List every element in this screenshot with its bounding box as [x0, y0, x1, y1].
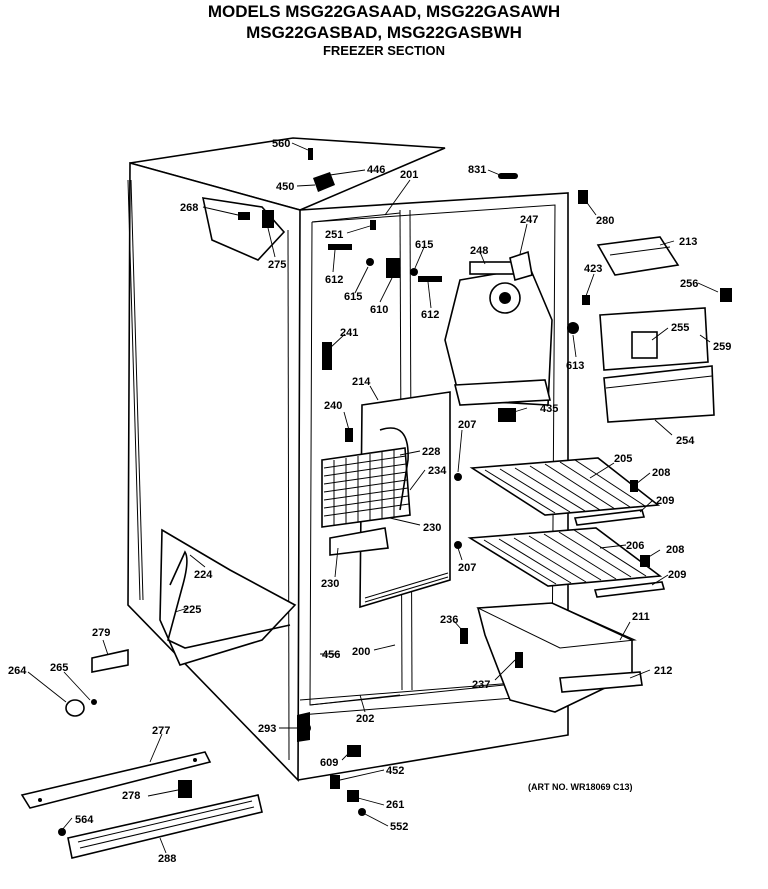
part-label-265: 265 — [50, 662, 68, 674]
part-label-560: 560 — [272, 138, 290, 150]
part-label-200: 200 — [352, 646, 370, 658]
part-label-288: 288 — [158, 853, 176, 865]
part-label-213: 213 — [679, 236, 697, 248]
part-label-831: 831 — [468, 164, 486, 176]
bottom-rail-277 — [20, 751, 212, 809]
freezer-shelf-upper — [469, 457, 661, 526]
part-label-612-right: 612 — [421, 309, 439, 321]
part-label-615-right: 615 — [415, 239, 433, 251]
ice-tray — [596, 236, 680, 276]
part-label-609: 609 — [320, 757, 338, 769]
part-label-225: 225 — [183, 604, 201, 616]
part-label-236: 236 — [440, 614, 458, 626]
part-label-552: 552 — [390, 821, 408, 833]
part-label-209-upper: 209 — [656, 495, 674, 507]
part-label-452: 452 — [386, 765, 404, 777]
freezer-shelf-lower — [467, 527, 666, 598]
part-labels: 560 446 450 201 831 268 275 251 612 615 … — [8, 138, 731, 865]
part-label-435: 435 — [540, 403, 558, 415]
part-label-268: 268 — [180, 202, 198, 214]
part-label-450: 450 — [276, 181, 294, 193]
bracket-279 — [91, 649, 129, 673]
part-label-251: 251 — [325, 229, 343, 241]
fan-bracket-assembly — [444, 250, 553, 406]
part-label-255: 255 — [671, 322, 689, 334]
part-label-446: 446 — [367, 164, 385, 176]
part-label-240: 240 — [324, 400, 342, 412]
part-label-241: 241 — [340, 327, 358, 339]
part-label-202: 202 — [356, 713, 374, 725]
part-label-208-upper: 208 — [652, 467, 670, 479]
part-label-261: 261 — [386, 799, 404, 811]
small-parts — [58, 148, 732, 836]
part-label-230-right: 230 — [423, 522, 441, 534]
part-label-259: 259 — [713, 341, 731, 353]
part-label-615-left: 615 — [344, 291, 362, 303]
part-label-264: 264 — [8, 665, 27, 677]
part-label-205: 205 — [614, 453, 632, 465]
part-label-237: 237 — [472, 679, 490, 691]
part-label-254: 254 — [676, 435, 695, 447]
part-label-208-lower: 208 — [666, 544, 684, 556]
part-label-207-lower: 207 — [458, 562, 476, 574]
part-label-234: 234 — [428, 465, 447, 477]
part-label-214: 214 — [352, 376, 371, 388]
ice-bin-panel — [599, 307, 715, 423]
part-label-224: 224 — [194, 569, 213, 581]
part-label-212: 212 — [654, 665, 672, 677]
header-models-line-1: MODELS MSG22GASAAD, MSG22GASAWH — [208, 2, 560, 21]
part-label-211: 211 — [632, 611, 650, 623]
roller-264 — [65, 699, 85, 717]
header-models-line-2: MSG22GASBAD, MSG22GASBWH — [246, 23, 522, 42]
part-label-612-left: 612 — [325, 274, 343, 286]
door-shelf-panel — [159, 528, 297, 666]
toe-grille-288 — [67, 794, 263, 859]
part-label-248: 248 — [470, 245, 488, 257]
part-label-228: 228 — [422, 446, 440, 458]
part-label-278: 278 — [122, 790, 140, 802]
header-section-title: FREEZER SECTION — [323, 43, 445, 58]
part-label-277: 277 — [152, 725, 170, 737]
part-label-230-left: 230 — [321, 578, 339, 590]
part-label-280: 280 — [596, 215, 614, 227]
part-label-247: 247 — [520, 214, 538, 226]
part-label-610: 610 — [370, 304, 388, 316]
part-label-456: 456 — [322, 649, 340, 661]
art-number: (ART NO. WR18069 C13) — [528, 782, 633, 792]
part-label-564: 564 — [75, 814, 94, 826]
part-label-206: 206 — [626, 540, 644, 552]
part-label-256: 256 — [680, 278, 698, 290]
part-label-293: 293 — [258, 723, 276, 735]
part-label-275: 275 — [268, 259, 286, 271]
part-label-279: 279 — [92, 627, 110, 639]
part-label-207-upper: 207 — [458, 419, 476, 431]
part-label-423: 423 — [584, 263, 602, 275]
freezer-basket — [476, 602, 643, 713]
part-label-209-lower: 209 — [668, 569, 686, 581]
part-label-613: 613 — [566, 360, 584, 372]
part-label-201: 201 — [400, 169, 418, 181]
leader-lines — [27, 142, 719, 854]
evaporator-coil — [321, 427, 411, 556]
